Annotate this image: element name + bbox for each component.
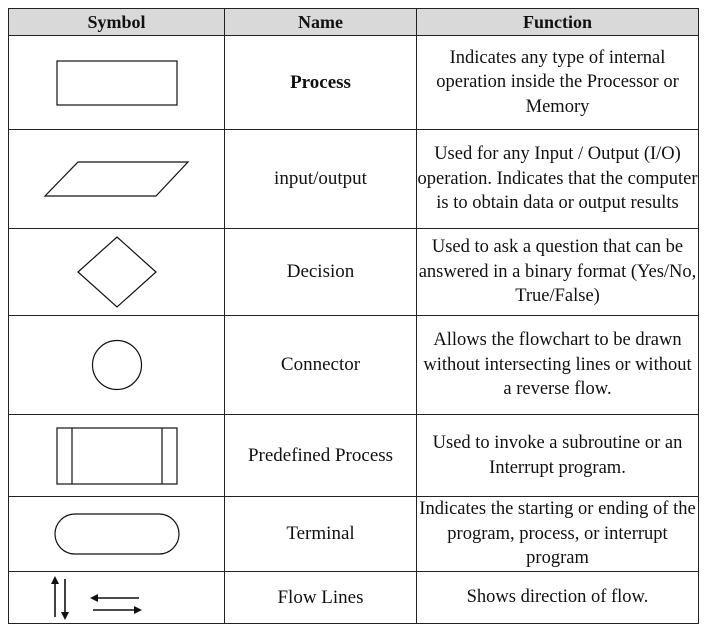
symbol-function: Used to invoke a subroutine or an Interr… — [416, 414, 699, 497]
symbol-cell — [8, 129, 225, 229]
table-row: Connector Allows the flowchart to be dra… — [8, 315, 699, 415]
header-row: Symbol Name Function — [8, 8, 699, 36]
table-row: Process Indicates any type of internal o… — [8, 35, 699, 130]
symbol-name: Decision — [224, 228, 417, 316]
symbol-function: Allows the flowchart to be drawn without… — [416, 315, 699, 415]
symbol-name: input/output — [224, 129, 417, 229]
symbol-name: Predefined Process — [224, 414, 417, 497]
function-header: Function — [416, 8, 699, 36]
table-row: input/output Used for any Input / Output… — [8, 129, 699, 229]
symbol-header: Symbol — [8, 8, 225, 36]
symbol-function: Indicates any type of internal operation… — [416, 35, 699, 130]
terminal-icon — [53, 513, 180, 555]
symbol-function: Indicates the starting or ending of the … — [416, 496, 699, 572]
symbol-function: Used for any Input / Output (I/O) operat… — [416, 129, 699, 229]
parallelogram-icon — [43, 161, 189, 197]
symbol-cell — [8, 35, 225, 130]
circle-icon — [91, 339, 142, 391]
table-row: Terminal Indicates the starting or endin… — [8, 496, 699, 572]
symbol-function: Used to ask a question that can be answe… — [416, 228, 699, 316]
symbol-cell — [8, 571, 225, 624]
table-row: Flow Lines Shows direction of flow. — [8, 571, 699, 624]
table-row: Predefined Process Used to invoke a subr… — [8, 414, 699, 497]
symbol-cell — [8, 228, 225, 316]
diamond-icon — [76, 236, 157, 308]
symbol-function: Shows direction of flow. — [416, 571, 699, 624]
symbol-cell — [8, 496, 225, 572]
symbol-name: Flow Lines — [224, 571, 417, 624]
table-row: Decision Used to ask a question that can… — [8, 228, 699, 316]
flowchart-symbols-table: Symbol Name Function Process Indicates a… — [8, 8, 699, 624]
predefined-process-icon — [55, 426, 178, 485]
symbol-name: Terminal — [224, 496, 417, 572]
symbol-name: Process — [224, 35, 417, 130]
symbol-name: Connector — [224, 315, 417, 415]
symbol-cell — [8, 414, 225, 497]
symbol-cell — [8, 315, 225, 415]
rectangle-icon — [55, 59, 178, 106]
flow-arrows-icon — [51, 575, 142, 620]
name-header: Name — [224, 8, 417, 36]
